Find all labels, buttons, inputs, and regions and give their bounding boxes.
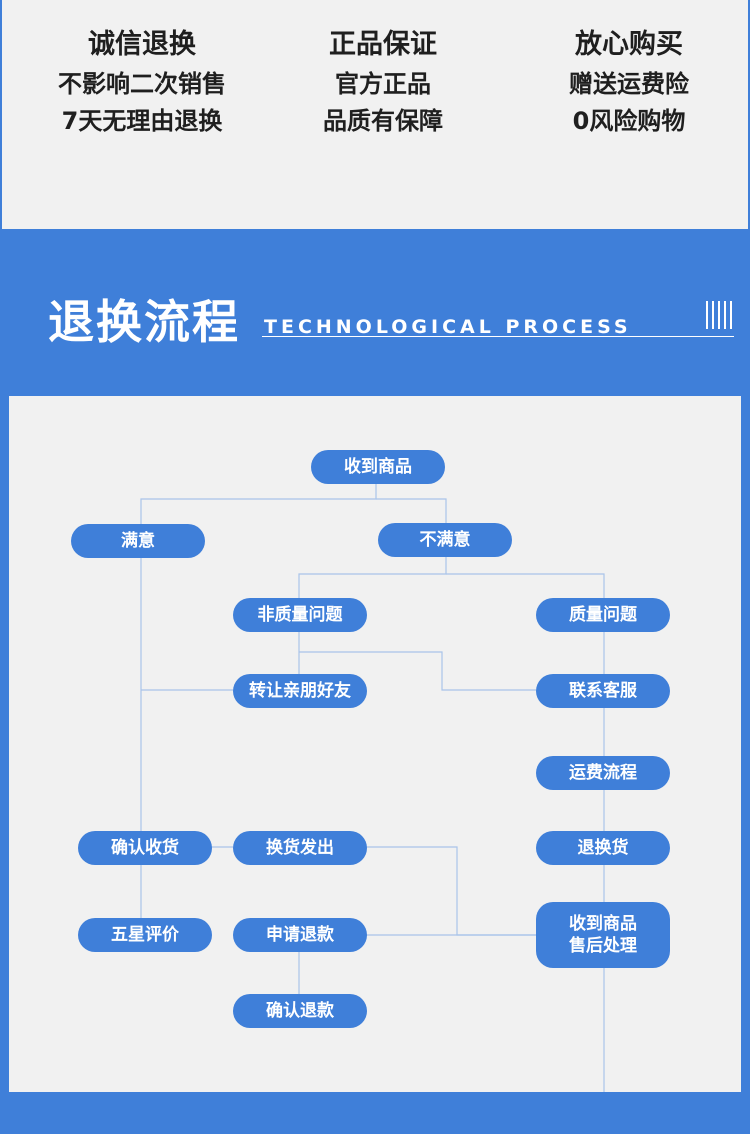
flow-node-non-quality: 非质量问题 — [233, 598, 367, 632]
flow-node-confirm-receipt: 确认收货 — [78, 831, 212, 865]
flow-node-quality: 质量问题 — [536, 598, 670, 632]
after-sale-line1: 收到商品 — [569, 914, 637, 934]
flow-node-shipping: 运费流程 — [536, 756, 670, 790]
promo-line: 0风险购物 — [572, 107, 686, 135]
promo-line: 不影响二次销售 — [58, 70, 226, 98]
promo-heading: 正品保证 — [329, 29, 437, 60]
flow-node-unsatisfied: 不满意 — [378, 523, 512, 557]
flow-node-satisfied: 满意 — [71, 524, 205, 558]
flow-node-transfer: 转让亲朋好友 — [233, 674, 367, 708]
flowchart-panel: 收到商品 满意 不满意 非质量问题 质量问题 转让亲朋好友 联系客服 运费流程 … — [9, 396, 741, 1092]
flow-node-received: 收到商品 — [311, 450, 445, 484]
promo-integrity: 诚信退换 不影响二次销售 7天无理由退换 — [17, 24, 267, 140]
stripes-icon — [706, 301, 734, 329]
promo-heading: 诚信退换 — [88, 29, 196, 60]
promo-line: 品质有保障 — [323, 107, 443, 135]
flow-node-apply-refund: 申请退款 — [233, 918, 367, 952]
section-title: 退换流程 — [48, 295, 240, 349]
promo-heading: 放心购买 — [575, 29, 683, 60]
promo-line: 官方正品 — [335, 70, 431, 98]
promo-genuine: 正品保证 官方正品 品质有保障 — [258, 24, 508, 140]
promo-line: 7天无理由退换 — [61, 107, 223, 135]
title-underline — [262, 336, 734, 337]
after-sale-line2: 售后处理 — [569, 936, 637, 956]
promo-line: 赠送运费险 — [569, 70, 689, 98]
flow-node-after-sale: 收到商品 售后处理 — [536, 902, 670, 968]
flow-node-return-exchange: 退换货 — [536, 831, 670, 865]
promo-banner: 诚信退换 不影响二次销售 7天无理由退换 正品保证 官方正品 品质有保障 放心购… — [2, 0, 748, 229]
flow-node-confirm-refund: 确认退款 — [233, 994, 367, 1028]
flow-node-contact-cs: 联系客服 — [536, 674, 670, 708]
section-subtitle: TECHNOLOGICAL PROCESS — [264, 316, 632, 338]
flow-node-five-star: 五星评价 — [78, 918, 212, 952]
promo-worry-free: 放心购买 赠送运费险 0风险购物 — [504, 24, 750, 140]
flow-node-exchange-shipped: 换货发出 — [233, 831, 367, 865]
flowchart-connectors — [140, 484, 605, 1092]
